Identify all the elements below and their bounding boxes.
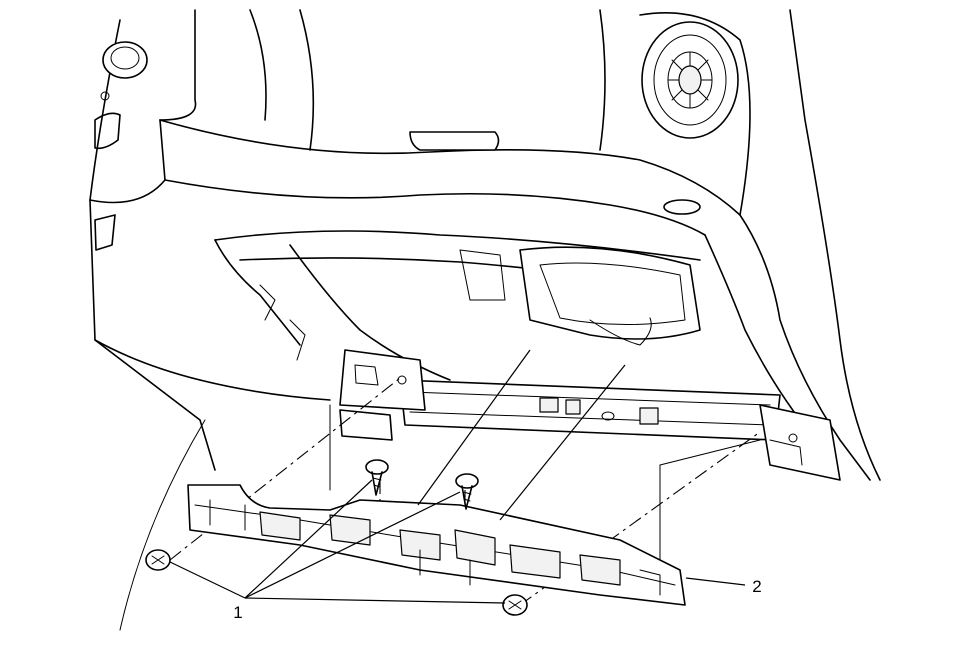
screw-fastener-icon <box>455 473 479 510</box>
callout-leaders-1 <box>169 349 626 604</box>
callout-2-label: 2 <box>752 577 761 596</box>
dash-handle-slot <box>409 131 701 215</box>
callout-leader-2 <box>685 577 746 586</box>
glove-box-opening <box>214 230 841 481</box>
lower-trim-panel <box>187 484 686 606</box>
left-knob <box>100 41 148 101</box>
screw-fastener-icon <box>502 594 528 616</box>
screw-fastener-icon <box>145 549 171 571</box>
callout-1-label: 1 <box>233 603 242 622</box>
left-vent-slot <box>94 112 121 251</box>
screw-fastener-icon <box>365 459 389 496</box>
air-vent-icon <box>641 21 739 139</box>
